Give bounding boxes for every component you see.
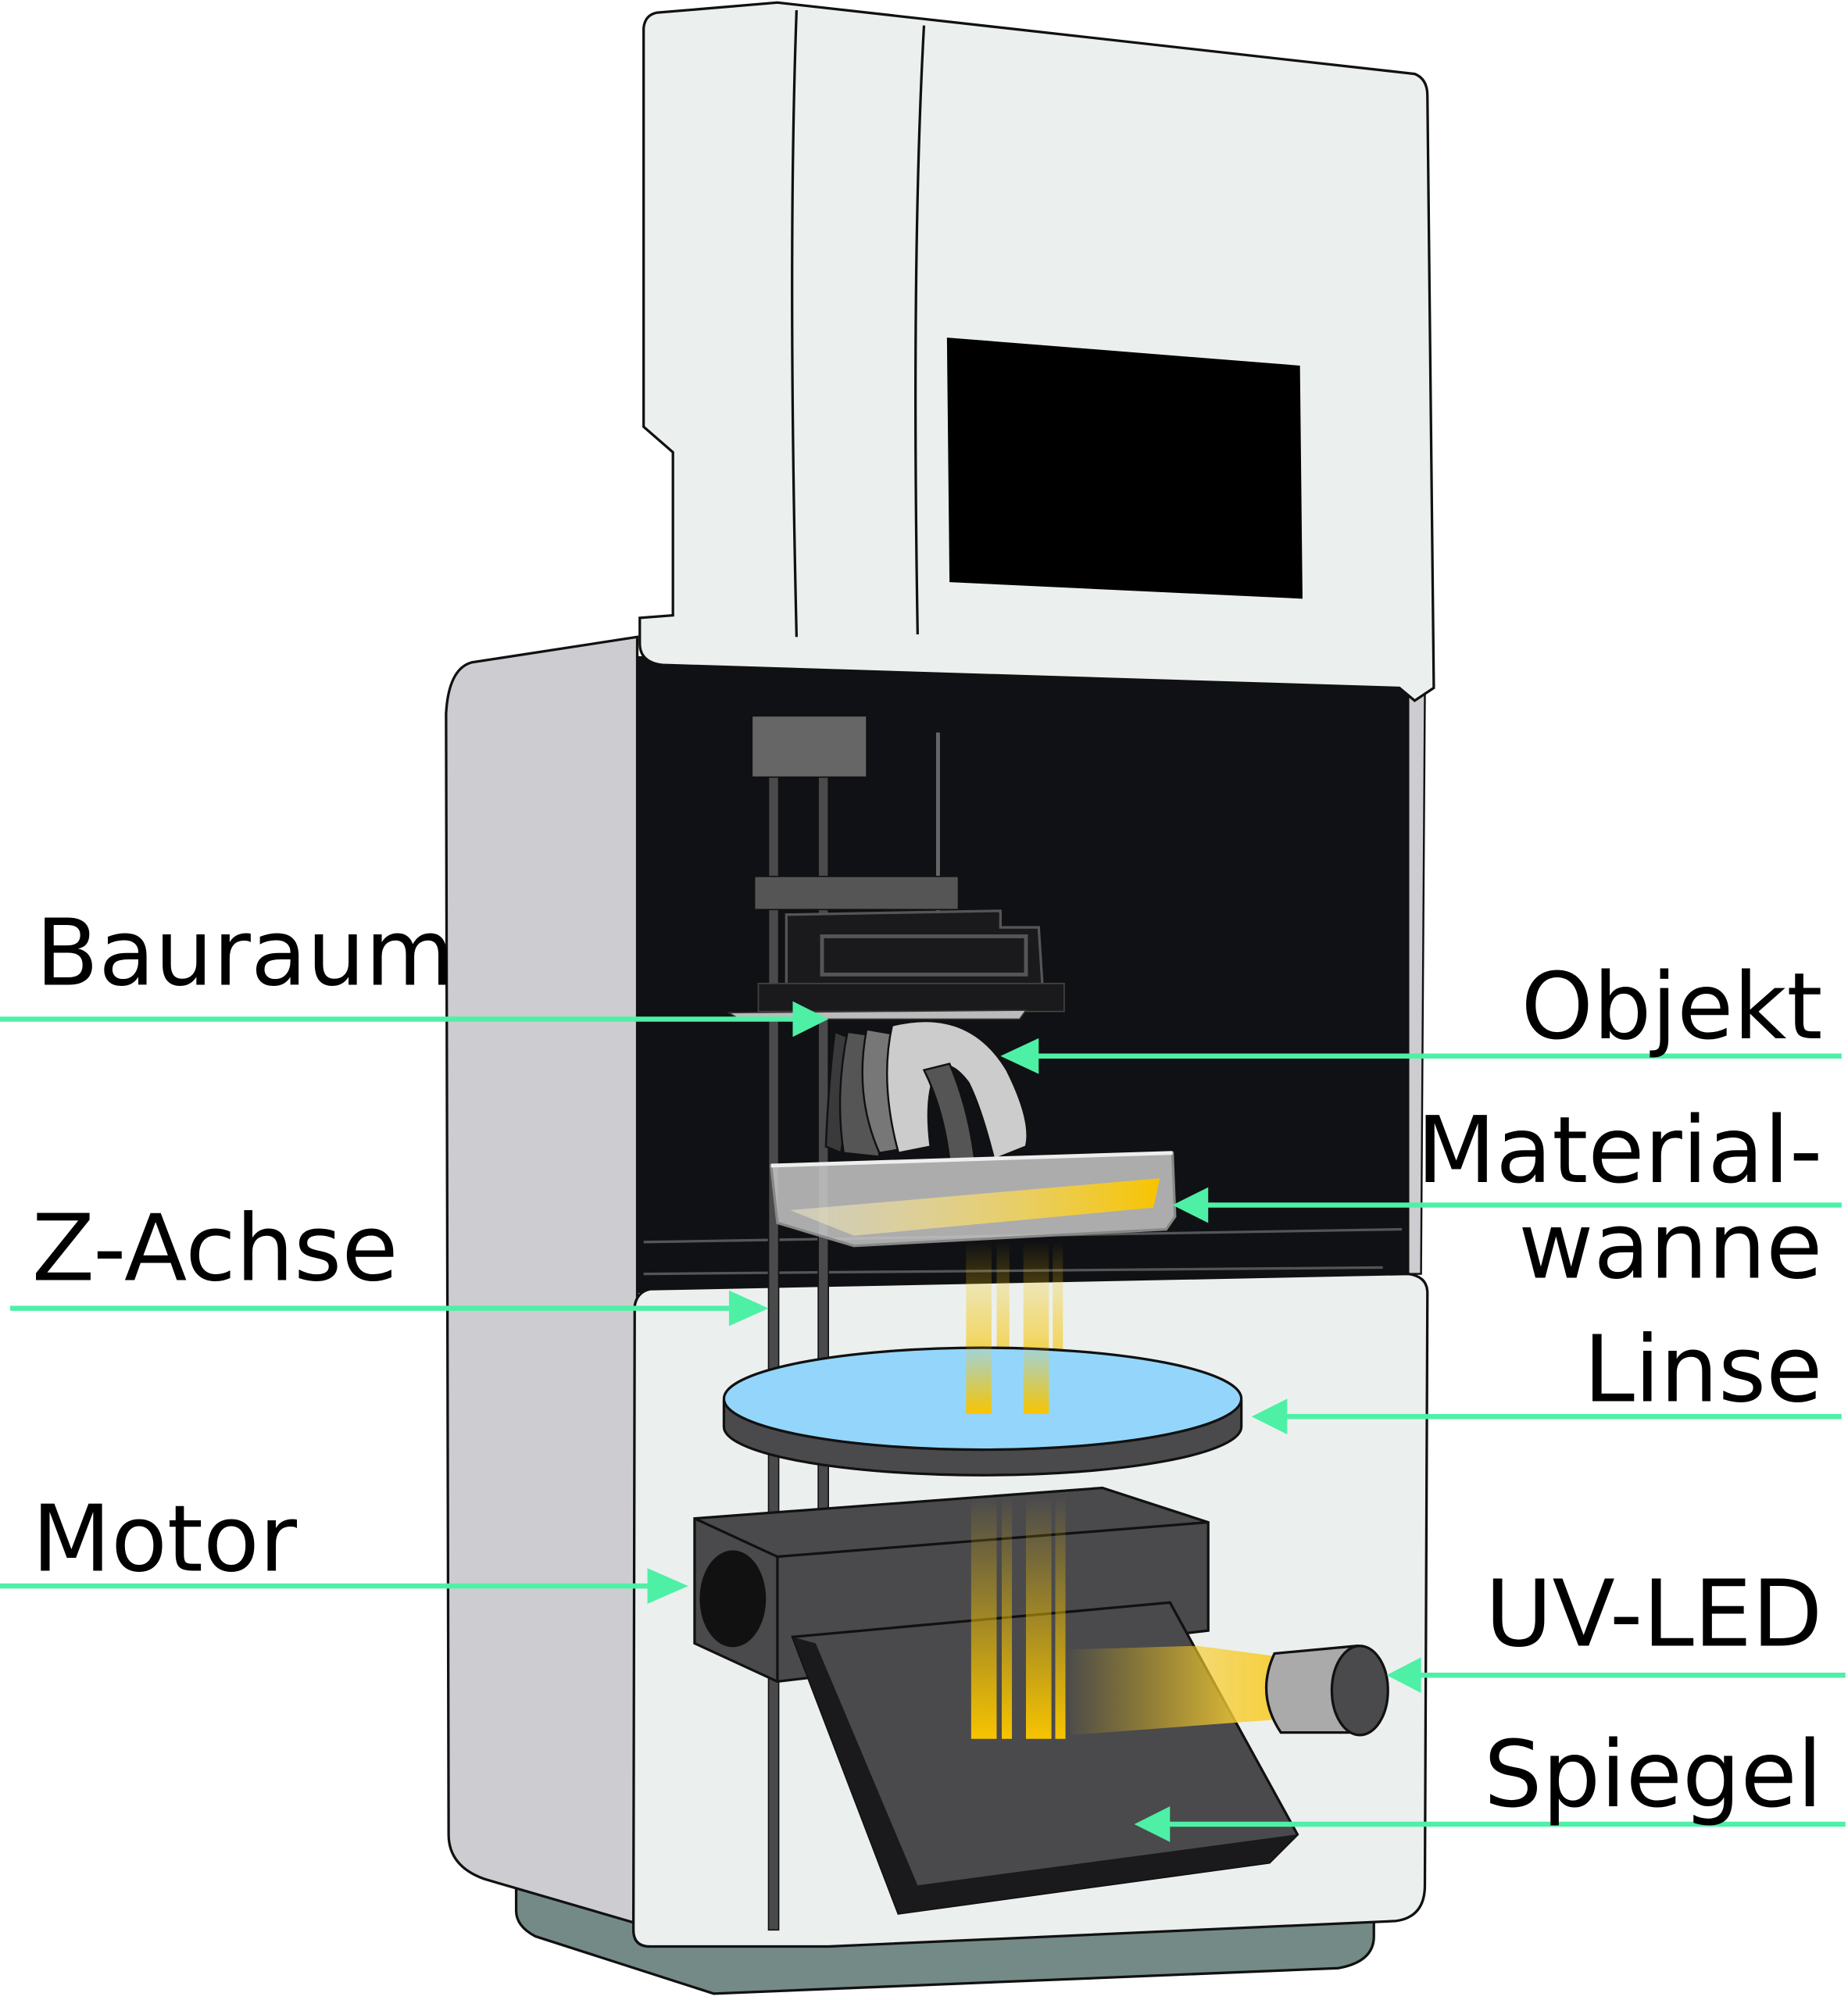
door-seam [791, 9, 799, 638]
label-motor: Motor [32, 1486, 298, 1593]
leader-arrow-z-achse [10, 1290, 769, 1327]
leader-arrow-motor [0, 1568, 688, 1604]
z-axis-rail [767, 776, 780, 1931]
display-screen [946, 338, 1303, 599]
side-panel [445, 635, 639, 1926]
material-tank [769, 1151, 1177, 1248]
lens [722, 1338, 1243, 1477]
label-spiegel: Spiegel [1484, 1721, 1822, 1828]
leader-arrow-objekt [1000, 1038, 1842, 1074]
chamber-floor-line [643, 1266, 1383, 1276]
carriage [753, 876, 960, 911]
label-materialwanne-1: Material- [1417, 1097, 1822, 1204]
leader-arrow-materialwanne [1172, 1187, 1842, 1223]
door-seam [913, 25, 926, 635]
leader-arrow-linse [1251, 1398, 1842, 1435]
label-bauraum: Bauraum [36, 899, 455, 1006]
printed-object [824, 1020, 1028, 1163]
uv-beam-lower [970, 1496, 1275, 1739]
frame-window [820, 934, 1028, 977]
label-uv-led: UV-LED [1485, 1561, 1823, 1668]
leader-arrow-spiegel [1134, 1806, 1846, 1842]
leader-arrow-uv-led [1386, 1657, 1846, 1694]
label-objekt: Objekt [1521, 953, 1822, 1060]
motor-top-block [751, 715, 867, 778]
label-linse: Linse [1583, 1316, 1822, 1423]
uv-led [1264, 1644, 1389, 1737]
leader-arrow-bauraum [0, 1001, 829, 1038]
label-z-achse: Z-Achse [32, 1195, 399, 1302]
label-materialwanne-2: wanne [1518, 1192, 1822, 1299]
build-plate [757, 982, 1065, 1012]
